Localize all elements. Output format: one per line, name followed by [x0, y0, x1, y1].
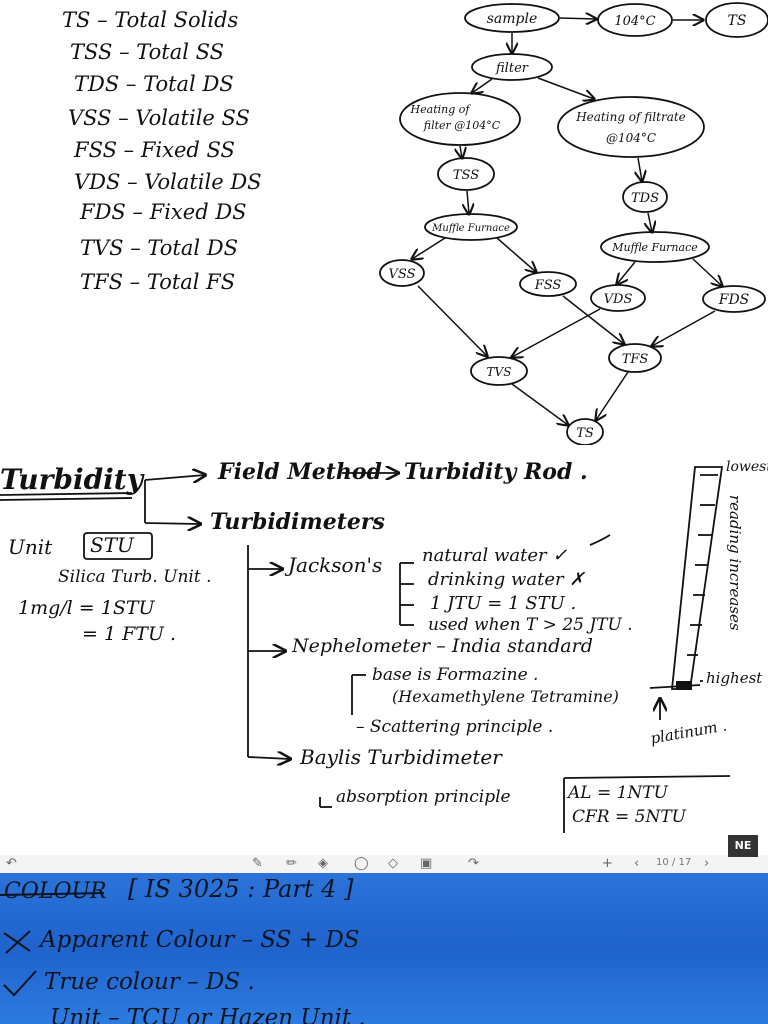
abbr-item: VDS – Volatile DS: [74, 170, 262, 194]
abbr-item: TS – Total Solids: [62, 8, 239, 32]
nephelometer-scattering: – Scattering principle .: [356, 717, 554, 737]
node-104c: 104°C: [614, 14, 655, 29]
al-limit: AL = 1NTU: [568, 783, 668, 803]
scale-reading: reading increases: [726, 495, 744, 631]
node-vds: VDS: [604, 292, 633, 307]
turbidity-title: Turbidity: [0, 463, 144, 496]
node-heat-filter-line1: Heating of: [410, 103, 472, 116]
abbr-item: TFS – Total FS: [80, 270, 236, 294]
node-ts-bottom: TS: [576, 426, 594, 441]
next-page-icon[interactable]: ›: [704, 856, 710, 871]
lasso-icon[interactable]: ◯: [354, 856, 369, 871]
node-tss: TSS: [453, 168, 479, 183]
node-heat-filter-line2: filter @104°C: [423, 119, 501, 132]
jackson-item: used when T > 25 JTU .: [428, 615, 633, 635]
nephelometer-chemical: (Hexamethylene Tetramine): [392, 687, 619, 706]
prev-page-icon[interactable]: ‹: [634, 856, 640, 871]
jackson-item: drinking water ✗: [428, 569, 585, 590]
abbr-item: TDS – Total DS: [74, 72, 234, 96]
colour-title: COLOUR: [4, 879, 107, 904]
node-fds: FDS: [718, 292, 750, 308]
turbidity-lines: [0, 445, 731, 833]
unit-full-name: Silica Turb. Unit .: [58, 567, 212, 587]
unit-label: Unit: [8, 535, 53, 559]
eraser-icon[interactable]: ◇: [388, 856, 398, 871]
node-tfs: TFS: [622, 352, 649, 367]
turbidimeters-label: Turbidimeters: [210, 509, 385, 535]
cfr-limit: CFR = 5NTU: [572, 807, 687, 827]
baylis-principle: absorption principle: [336, 787, 511, 807]
solids-flowchart: sample 104°C TS filter Heating of filter…: [379, 2, 768, 445]
colour-unit: Unit – TCU or Hazen Unit .: [50, 1005, 366, 1024]
scale-lowest: lowest: [726, 459, 768, 475]
abbr-item: FDS – Fixed DS: [80, 200, 247, 224]
pencil-icon[interactable]: ✏: [286, 856, 297, 871]
node-sample: sample: [487, 11, 538, 27]
nephelometer-base: base is Formazine .: [372, 665, 539, 685]
pen-icon[interactable]: ✎: [252, 856, 263, 871]
colour-lines: [0, 892, 105, 997]
apparent-colour: Apparent Colour – SS + DS: [40, 927, 360, 953]
jackson-item: natural water ✓: [422, 545, 568, 566]
turbidity-rod-label: Turbidity Rod .: [404, 459, 588, 485]
page-counter: 10 / 17: [656, 857, 692, 868]
app-logo-icon: NE: [728, 835, 758, 857]
node-fss: FSS: [534, 278, 562, 293]
viewer-toolbar: ↶ ✎ ✏ ◈ ◯ ◇ ▣ ↷ + ‹ 10 / 17 › NE: [0, 835, 768, 873]
field-method-label: Field Method: [218, 459, 382, 485]
abbr-item: TVS – Total DS: [80, 236, 239, 260]
redo-icon[interactable]: ↷: [468, 856, 479, 871]
node-heat-filtrate-line1: Heating of filtrate: [575, 110, 686, 124]
colour-note: COLOUR [ IS 3025 : Part 4 ] Apparent Col…: [0, 873, 768, 1024]
solids-note: TS – Total Solids TSS – Total SS TDS – T…: [0, 0, 768, 445]
node-vss: VSS: [389, 267, 416, 282]
node-tvs: TVS: [487, 365, 512, 379]
colour-standard: [ IS 3025 : Part 4 ]: [128, 875, 354, 903]
jackson-label: Jackson's: [288, 553, 383, 577]
nephelometer-label: Nephelometer – India standard: [292, 635, 593, 657]
scale-highest: highest: [706, 669, 763, 687]
unit-eq2: = 1 FTU .: [82, 623, 177, 645]
unit-box-text: STU: [90, 533, 134, 557]
node-heat-filtrate-line2: @104°C: [606, 131, 656, 145]
unit-eq1: 1mg/l = 1STU: [18, 597, 155, 619]
abbr-item: TSS – Total SS: [70, 40, 225, 64]
baylis-label: Baylis Turbidimeter: [300, 745, 502, 769]
undo-icon[interactable]: ↶: [6, 856, 17, 871]
turbidity-note: Turbidity Field Method Turbidity Rod . T…: [0, 445, 768, 855]
abbr-item: VSS – Volatile SS: [68, 106, 250, 130]
abbr-item: FSS – Fixed SS: [74, 138, 235, 162]
shapes-icon[interactable]: ◈: [318, 856, 328, 871]
true-colour: True colour – DS .: [44, 969, 255, 995]
node-ts-top: TS: [728, 13, 747, 29]
jackson-item: 1 JTU = 1 STU .: [430, 593, 577, 614]
node-muffle-right: Muffle Furnace: [611, 241, 698, 254]
node-filter: filter: [495, 61, 529, 76]
node-tds: TDS: [631, 191, 659, 206]
node-muffle-left: Muffle Furnace: [431, 223, 510, 234]
add-page-icon[interactable]: +: [602, 856, 613, 871]
image-icon[interactable]: ▣: [420, 856, 433, 871]
